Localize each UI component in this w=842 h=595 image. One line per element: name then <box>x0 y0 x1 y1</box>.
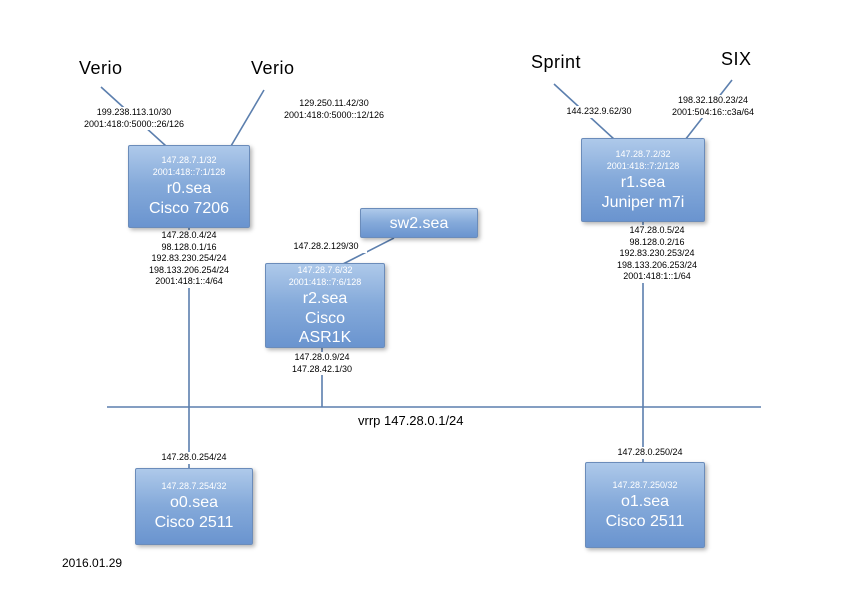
r1-loopback-v4: 147.28.7.2/32 <box>615 148 671 159</box>
date-label: 2016.01.29 <box>62 556 123 570</box>
r0-loopback-v4: 147.28.7.1/32 <box>161 155 217 165</box>
uplink-ip-six: 198.32.180.23/24 2001:504:16::c3a/64 <box>656 95 770 118</box>
r2-loopback-v4: 147.28.7.6/32 <box>297 264 353 275</box>
r0-name: r0.sea <box>166 180 212 197</box>
uplink-label-verio-2: Verio <box>251 58 295 78</box>
node-r0: 147.28.7.1/32 2001:418::7:1/128 r0.sea C… <box>128 145 250 228</box>
uplink-ip-verio-1: 199.238.113.10/30 2001:418:0:5000::26/12… <box>73 107 195 130</box>
uplink-label-verio-1: Verio <box>79 58 123 78</box>
r0-interface-ips: 147.28.0.4/24 98.128.0.1/16 192.83.230.2… <box>131 230 247 288</box>
r1-interface-ips: 147.28.0.5/24 98.128.0.2/16 192.83.230.2… <box>599 225 715 283</box>
o1-lan-ip: 147.28.0.250/24 <box>595 447 705 459</box>
o1-model: Cisco 2511 <box>605 512 685 530</box>
r2-loopback-v6: 2001:418::7:6/128 <box>288 276 362 287</box>
link-verio2-r0 <box>230 89 265 147</box>
uplink-label-six: SIX <box>721 49 752 69</box>
o1-name: o1.sea <box>620 492 670 510</box>
node-sw2: sw2.sea <box>360 208 478 238</box>
r1-name: r1.sea <box>620 173 666 191</box>
uplink-label-sprint: Sprint <box>531 52 582 72</box>
r2-sw2-link-ip: 147.28.2.129/30 <box>285 241 367 253</box>
node-o0: 147.28.7.254/32 o0.sea Cisco 2511 <box>135 468 253 545</box>
r2-interface-ips: 147.28.0.9/24 147.28.42.1/30 <box>270 352 374 375</box>
o0-model: Cisco 2511 <box>154 514 234 531</box>
o0-lan-ip: 147.28.0.254/24 <box>139 452 249 464</box>
r1-loopback-v6: 2001:418::7:2/128 <box>606 160 680 171</box>
r2-name: r2.sea <box>302 289 348 307</box>
uplink-ip-verio-2: 129.250.11.42/30 2001:418:0:5000::12/126 <box>273 98 395 121</box>
r2-model: Cisco ASR1K <box>298 309 352 346</box>
o0-loopback-v4: 147.28.7.254/32 <box>161 481 227 491</box>
r0-loopback-v6: 2001:418::7:1/128 <box>152 167 226 177</box>
node-r2: 147.28.7.6/32 2001:418::7:6/128 r2.sea C… <box>265 263 385 348</box>
node-o1: 147.28.7.250/32 o1.sea Cisco 2511 <box>585 462 705 548</box>
o0-name: o0.sea <box>169 494 219 511</box>
r1-model: Juniper m7i <box>601 193 685 211</box>
o1-loopback-v4: 147.28.7.250/32 <box>612 479 678 490</box>
r0-model: Cisco 7206 <box>148 200 230 217</box>
sw2-name: sw2.sea <box>389 214 449 232</box>
node-r1: 147.28.7.2/32 2001:418::7:2/128 r1.sea J… <box>581 138 705 222</box>
vrrp-label: vrrp 147.28.0.1/24 <box>358 413 464 428</box>
link-sw2-r2 <box>342 237 395 265</box>
uplink-ip-sprint: 144.232.9.62/30 <box>550 106 648 118</box>
